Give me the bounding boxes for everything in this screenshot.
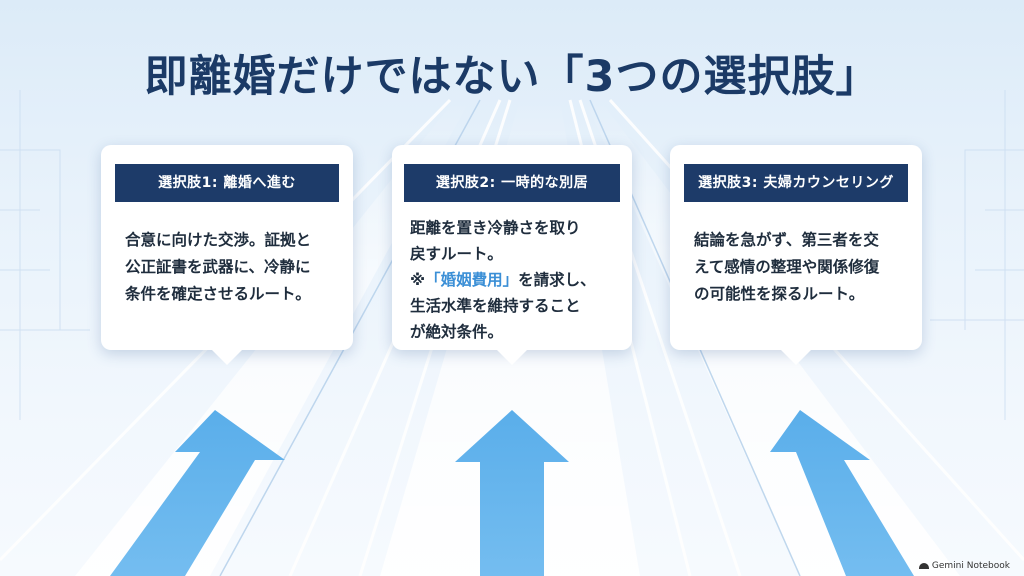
option-label-2: 選択肢2: 一時的な別居 [404,164,620,202]
note-text: を請求し、 [518,271,596,289]
option-label-3: 選択肢3: 夫婦カウンセリング [684,164,908,202]
description-line: 生活水準を維持すること [410,297,581,315]
description-line: の可能性を探るルート。 [694,285,865,303]
option-description-3: 結論を急がず、第三者を交 えて感情の整理や関係修復 の可能性を探るルート。 [694,227,908,308]
option-label-1: 選択肢1: 離婚へ進む [115,164,339,202]
description-line: 戻すルート。 [410,245,503,263]
note-mark: ※ [410,271,426,289]
up-arrow-icon [455,410,569,576]
up-arrow-icon [770,410,914,576]
description-line: 合意に向けた交渉。証拠と [125,231,312,249]
highlight-term: 「婚姻費用」 [425,271,519,289]
watermark-text: Gemini Notebook [931,561,1010,571]
description-line: 公正証書を武器に、冷静に [125,258,311,276]
option-description-2: 距離を置き冷静さを取り 戻すルート。 ※「婚姻費用」を請求し、 生活水準を維持す… [410,215,618,345]
description-line: 条件を確定させるルート。 [125,285,311,303]
option-card-1: 選択肢1: 離婚へ進む 合意に向けた交渉。証拠と 公正証書を武器に、冷静に 条件… [101,145,353,365]
up-arrow-icon [110,410,285,576]
option-card-3: 選択肢3: 夫婦カウンセリング 結論を急がず、第三者を交 えて感情の整理や関係修… [670,145,922,365]
option-card-2: 選択肢2: 一時的な別居 距離を置き冷静さを取り 戻すルート。 ※「婚姻費用」を… [392,145,632,365]
description-line: が絶対条件。 [410,323,504,341]
notebook-icon [918,562,929,569]
description-line: えて感情の整理や関係修復 [694,258,880,276]
watermark: Gemini Notebook [918,561,1010,571]
description-line: 距離を置き冷静さを取り [410,219,581,237]
description-line: 結論を急がず、第三者を交 [694,231,879,249]
arrows [110,410,914,576]
page-title: 即離婚だけではない「3つの選択肢」 [144,52,880,102]
option-description-1: 合意に向けた交渉。証拠と 公正証書を武器に、冷静に 条件を確定させるルート。 [125,227,339,308]
note-line: ※「婚姻費用」を請求し、 [410,267,618,293]
